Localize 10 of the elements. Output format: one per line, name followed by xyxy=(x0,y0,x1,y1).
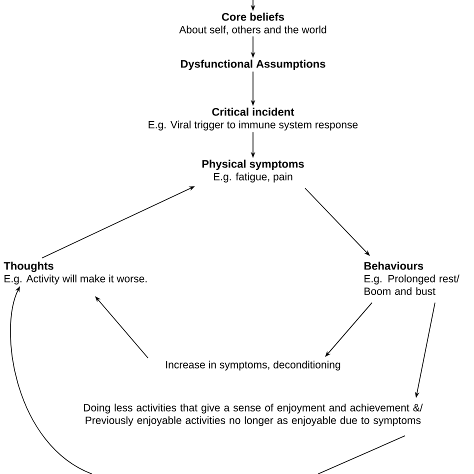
heading-text: Dysfunctional Assumptions xyxy=(181,60,326,70)
heading-text: Behaviours E.g. Prolonged rest/ Boom and bust xyxy=(364,262,460,295)
process-text: Increase in symptoms, deconditioning xyxy=(166,360,340,370)
heading-text: Physical symptoms E.g. fatigue, pain xyxy=(202,160,304,182)
heading-text: Critical incident E.g. Viral trigger to immune system response xyxy=(148,108,358,130)
arrow xyxy=(304,188,370,256)
heading-text: Core beliefs About self, others and the world xyxy=(179,12,326,35)
process-text: Doing less activities that give a sense of enjoyment and achievement &/ Previously enjoyable activities no longer as enjoyable due to symptoms xyxy=(84,404,423,426)
heading-text: Thoughts E.g. Activity will make it worse. xyxy=(4,262,147,284)
arrow xyxy=(325,302,372,357)
